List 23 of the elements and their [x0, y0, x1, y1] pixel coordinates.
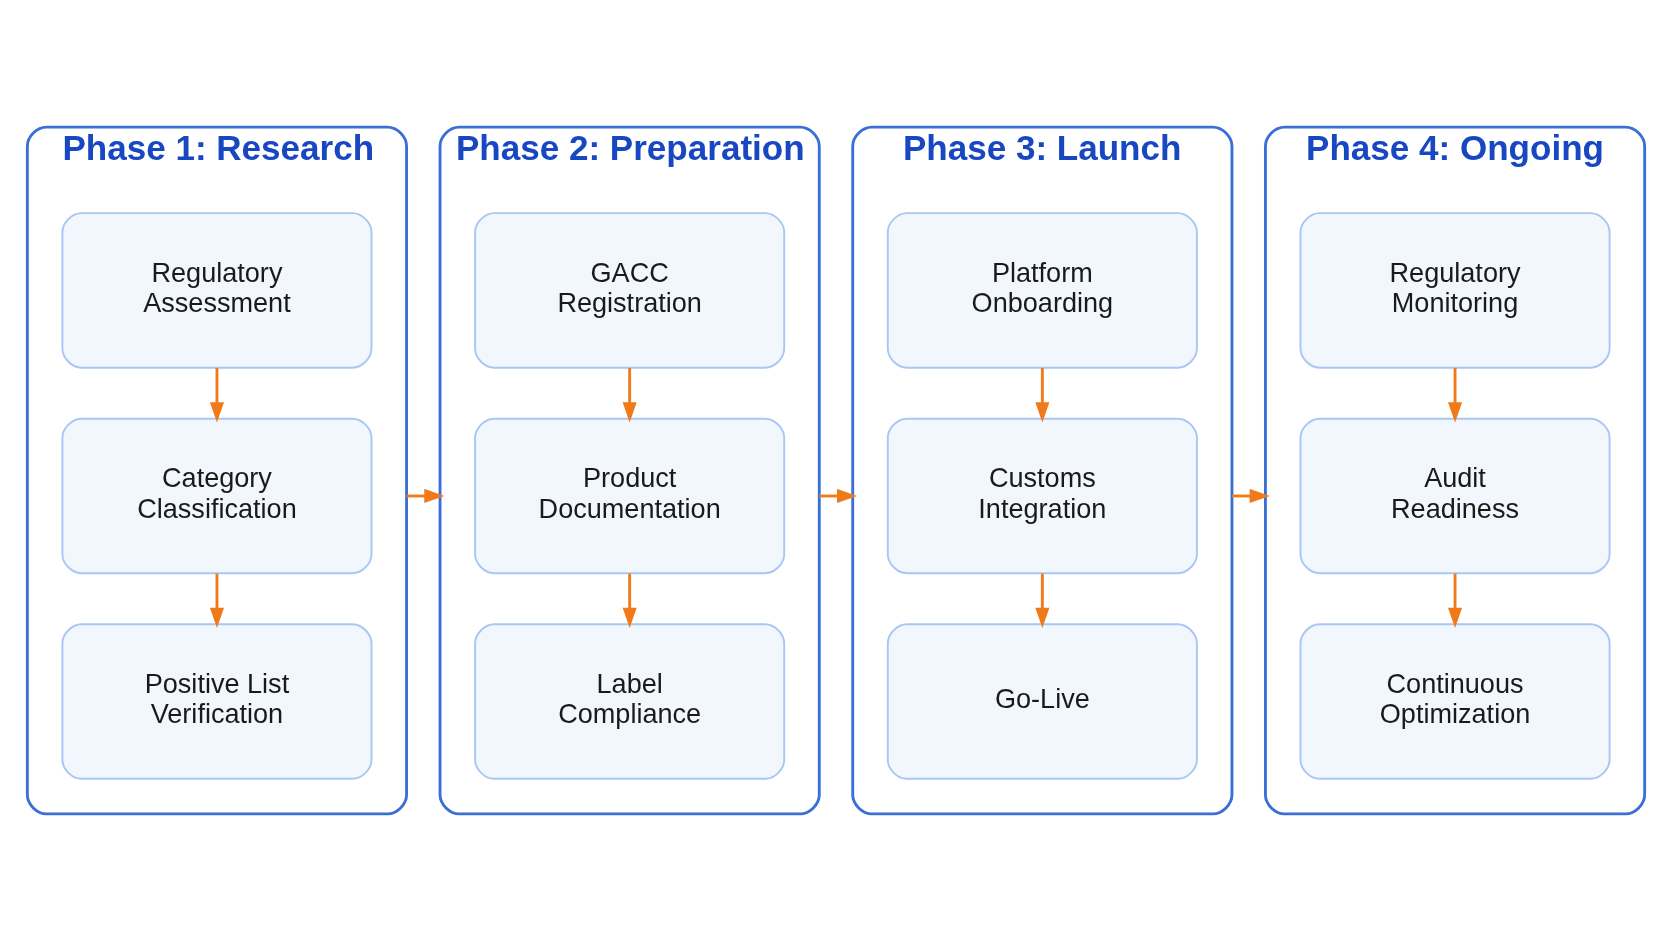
node-box: Platform Onboarding: [886, 212, 1198, 369]
arrow: [209, 367, 224, 423]
arrow: [819, 488, 858, 504]
node-box: GACC Registration: [474, 212, 786, 369]
arrow: [209, 573, 224, 628]
node-box: Positive List Verification: [61, 623, 373, 780]
arrow: [622, 367, 637, 423]
node-box: Regulatory Assessment: [61, 212, 373, 369]
node-box: Product Documentation: [474, 417, 786, 575]
node-box: Category Classification: [61, 417, 373, 575]
arrow: [406, 488, 445, 504]
node-box: Go-Live: [886, 623, 1198, 780]
arrow: [622, 573, 637, 628]
node-box: Customs Integration: [886, 417, 1198, 575]
arrow: [1448, 367, 1463, 423]
arrow: [1231, 488, 1270, 504]
arrow: [1035, 367, 1050, 423]
node-box: Label Compliance: [474, 623, 786, 780]
node-box: Regulatory Monitoring: [1299, 212, 1611, 369]
arrow: [1448, 573, 1463, 628]
node-box: Continuous Optimization: [1299, 623, 1611, 780]
node-box: Audit Readiness: [1299, 417, 1611, 575]
arrow: [1035, 573, 1050, 628]
